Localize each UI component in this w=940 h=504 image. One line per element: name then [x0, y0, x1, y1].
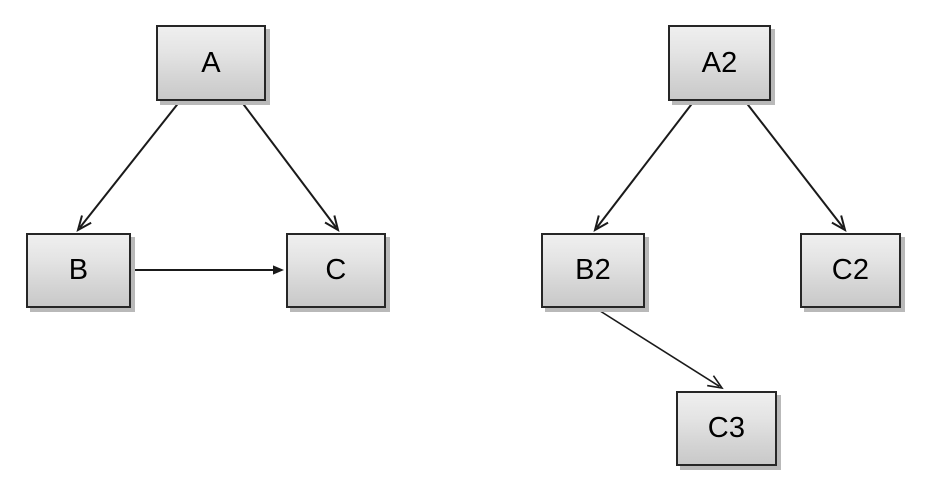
edge-a2-c2 [744, 100, 847, 233]
node-label: C2 [831, 254, 870, 286]
node-label: A [201, 46, 221, 79]
edge-b-c [131, 265, 284, 275]
node-c[interactable]: C [286, 233, 386, 308]
edge-a2-b2 [593, 100, 695, 233]
node-a[interactable]: A [156, 25, 266, 101]
node-label: B [68, 254, 89, 286]
node-b2[interactable]: B2 [541, 233, 645, 308]
node-a2[interactable]: A2 [668, 25, 771, 101]
edge-a-b [76, 100, 181, 233]
node-label: A2 [701, 46, 738, 79]
node-label: C3 [707, 412, 746, 444]
node-c2[interactable]: C2 [800, 233, 901, 308]
node-c3[interactable]: C3 [676, 391, 777, 466]
node-label: C [325, 254, 347, 286]
edge-a-c [240, 100, 340, 233]
node-label: B2 [575, 254, 611, 286]
edge-b2-c3 [596, 308, 724, 390]
node-b[interactable]: B [26, 233, 131, 308]
